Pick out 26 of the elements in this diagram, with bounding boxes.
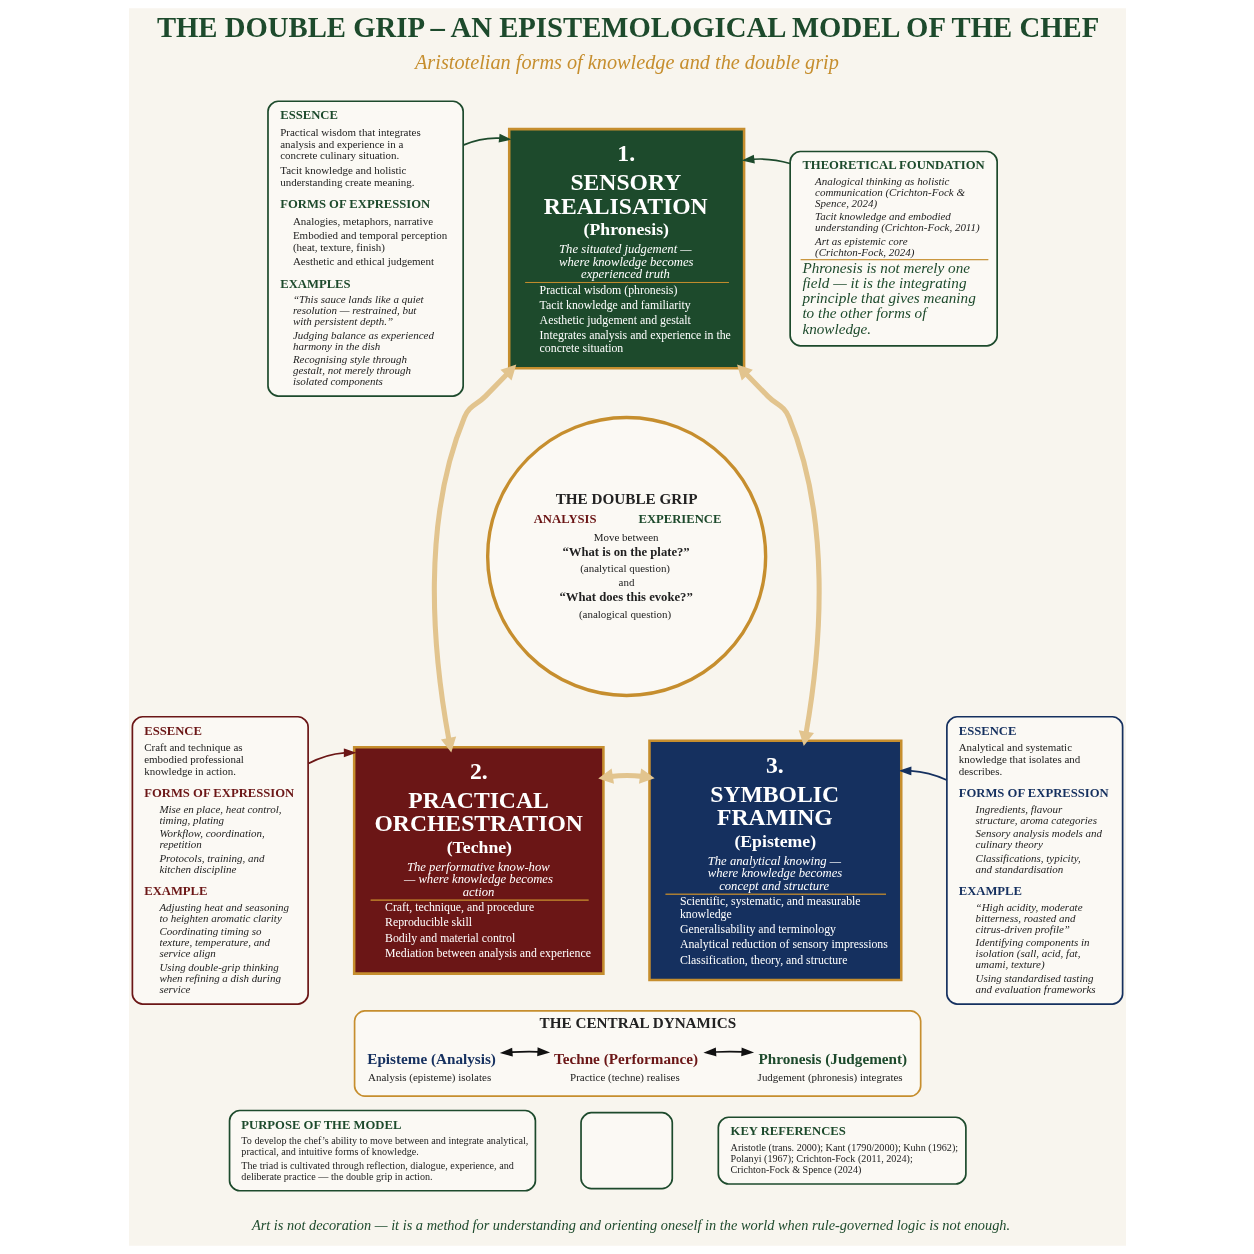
arrow — [898, 766, 947, 781]
node-box: 2. PRACTICAL ORCHESTRATION (Techne) The performative know-how — where knowledge becomes action Craft, technique, and procedure Reproducible skill Bodily and material control Mediation between analysis and experience — [352, 745, 605, 975]
diagram-title: THE DOUBLE GRIP – AN EPISTEMOLOGICAL MODEL OF THE CHEF — [156, 11, 1099, 44]
arrow — [736, 364, 822, 747]
label: Aristotelian forms of knowledge and the double grip — [414, 51, 839, 74]
node-box: PURPOSE OF THE MODEL To develop the chef’s ability to move between and integrate analytical, practical, and intuitive forms of knowledge. The triad is cultivated through reflection, dialogue, experience, and deliberate practice — the double grip in action. — [228, 1109, 536, 1192]
node-box: THEORETICAL FOUNDATION Analogical thinking as holistic communication (Crichton-Fock & Spence, 2024) Tacit knowledge and embodied understanding (Crichton-Fock, 2011) Art as epistemic core (Crichton-Fock, 2024) Phronesis is not merely one field — it is the integrating principle that gives meaning to the other forms of knowledge. — [788, 150, 998, 347]
node-text: Techne (Performance) Practice (techne) realises — [553, 1049, 698, 1083]
node-box: ESSENCE Analytical and systematic knowledge that isolates and describes. FORMS OF EXPRESSION Ingredients, flavour structure, aroma categories Sensory analysis models and culinary theory Classifications, typicity, and standardisation EXAMPLE “High acidity, moderate bitterness, roasted and citrus-driven profile” Identifying components in isolation (sall, acid, fat, umami, texture) Using standardised tasting and evaluation frameworks — [945, 715, 1123, 1005]
node-box — [579, 1111, 673, 1190]
arrow — [597, 768, 655, 784]
node-box: ESSENCE Craft and technique as embodied professional knowledge in action. FORMS OF EXPRESSION Mise en place, heat control, timing, plating Workflow, coordination, repetition Protocols, training, and kitchen discipline EXAMPLE Adjusting heat and seasoning to heighten aromatic clarity Coordinating timing so texture, temperature, and service align Using double-grip thinking when refining a dish during service — [131, 715, 309, 1005]
node-box: 3. SYMBOLIC FRAMING (Episteme) The analytical knowing — where knowledge becomes concept and structure Scientific, systematic, and measurable knowledge Generalisability and terminology Analytical reduction of sensory impressions Classification, theory, and structure — [647, 739, 902, 982]
node-box: KEY REFERENCES Aristotle (trans. 2000); Kant (1790/2000); Kuhn (1962); Polanyi (1967); Crichton-Fock (2011, 2024); Crichton-Fock & Spence (2024) — [717, 1116, 967, 1185]
arrow — [741, 154, 791, 165]
arrow — [307, 748, 357, 765]
node-text: Phronesis (Judgement) Judgement (phronesis) integrates — [757, 1049, 907, 1083]
arrow — [431, 364, 516, 753]
caption: Art is not decoration — it is a method for understanding and orienting oneself in the world when rule-governed logic is not enough. — [251, 1216, 1010, 1233]
node-box: 1. SENSORY REALISATION (Phronesis) The situated judgement — where knowledge becomes experienced truth Practical wisdom (phronesis) Tacit knowledge and familiarity Aesthetic judgement and gestalt Integrates analysis and experience in the concrete situation — [507, 127, 745, 370]
node-box: ESSENCE Practical wisdom that integrates analysis and experience in a concrete culinary situation. Tacit knowledge and holistic understanding create meaning. FORMS OF EXPRESSION Analogies, metaphors, narrative Embodied and temporal perception (heat, texture, finish) Aesthetic and ethical judgement EXAMPLES “This sauce lands like a quiet resolution — restrained, but with persistent depth.” Judging balance as experienced harmony in the dish Recognising style through gestalt, not merely through isolated components — [266, 100, 464, 397]
arrow — [702, 1047, 754, 1057]
node-circle: THE DOUBLE GRIP ANALYSIS EXPERIENCE Move between “What is on the plate?” (analytical question) and “What does this evoke?” (analogical question) — [485, 415, 767, 698]
node-text: Episteme (Analysis) Analysis (episteme) isolates — [366, 1049, 496, 1083]
arrow — [461, 133, 512, 146]
arrow — [499, 1047, 550, 1057]
